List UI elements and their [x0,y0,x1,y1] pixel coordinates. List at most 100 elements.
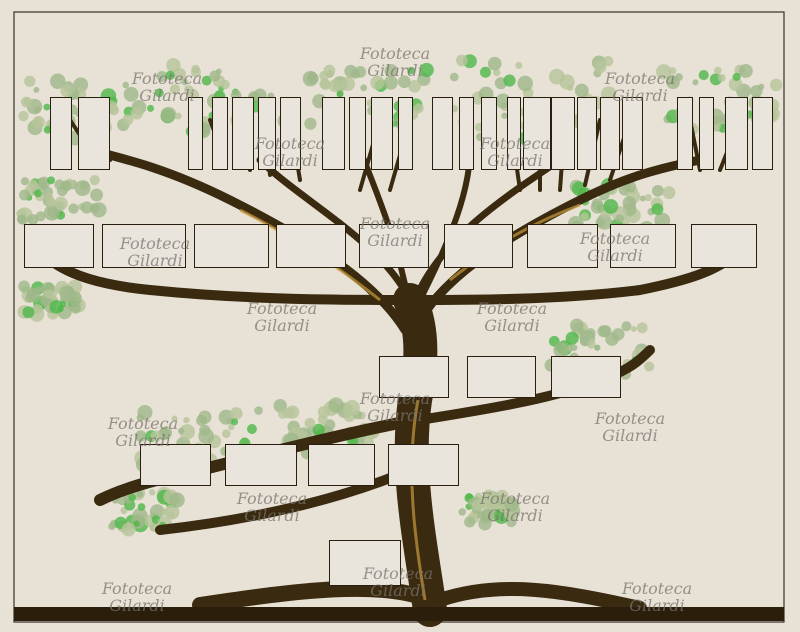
leaf [596,213,613,230]
top-name-box [432,97,453,170]
leaf [651,203,664,216]
watermark-line1: Fototeca [119,234,191,253]
leaf [273,398,287,413]
leaf [636,322,648,334]
leaf [644,194,652,202]
top-name-box [752,97,773,170]
third-name-box [467,356,536,398]
watermark-line2: Gilardi [602,426,658,445]
leaf [254,406,263,415]
top-name-box [232,97,254,170]
top-name-box [258,97,276,170]
leaf [692,79,699,86]
leaf [174,112,182,120]
watermark-line2: Gilardi [244,506,300,525]
leaf [458,508,467,516]
leaf [190,67,202,78]
leaf [580,212,589,222]
branches [45,118,745,627]
leaf [344,64,358,78]
leaf [43,125,52,134]
top-name-box [459,97,474,170]
second-name-box [194,224,269,268]
leaf [717,74,726,82]
watermark-line2: Gilardi [115,431,171,450]
root-name-box [329,540,401,586]
leaf [304,117,317,130]
top-name-box [371,97,393,170]
watermark-line1: Fototeca [359,44,431,63]
leaf [122,81,130,89]
fourth-name-box [308,444,375,486]
leaf [34,106,41,113]
leaf [515,61,523,69]
second-name-box [102,224,186,268]
leaf [567,84,574,91]
leaf [123,86,139,102]
leaf [122,114,134,126]
watermark-line2: Gilardi [370,581,426,600]
leaf [177,427,185,435]
leaf [517,75,533,92]
second-name-box [527,224,598,268]
leaf [548,68,565,85]
leaf [621,321,632,332]
leaf [90,188,104,202]
leaf [407,66,415,75]
second-name-box [691,224,757,268]
leaf [728,77,743,92]
watermark-line2: Gilardi [139,86,195,105]
leaf [34,189,42,198]
leaf [229,407,243,420]
leaf [46,198,57,208]
top-name-box [577,97,597,170]
leaf [569,318,584,333]
leaf [487,56,502,71]
leaf [602,55,614,67]
watermark-line2: Gilardi [629,596,685,615]
leaf [161,508,169,516]
leaf [482,509,495,522]
leaf [56,185,68,197]
leaf [121,522,136,537]
leaf [164,504,180,520]
leaf [360,84,368,92]
leaf [630,326,637,333]
leaf [639,195,646,202]
leaf [198,428,215,445]
watermark-line2: Gilardi [127,251,183,270]
leaf [43,103,51,111]
leaf [603,198,619,214]
top-name-box [622,97,643,170]
leaf [134,430,147,442]
top-name-box [322,97,345,170]
leaf [108,104,120,116]
watermark-line2: Gilardi [487,151,543,170]
leaf [65,286,74,296]
leaf [154,88,164,98]
leaf [196,414,208,427]
top-name-box [280,97,301,170]
leaf [340,76,356,92]
leaf [384,64,398,78]
leaf [37,176,51,189]
leaf [231,418,239,426]
leaf [565,331,579,345]
fourth-name-box [388,444,459,486]
second-name-box [444,224,513,268]
top-name-box [188,97,203,170]
watermark-line1: Fototeca [479,134,551,153]
leaf [128,493,137,502]
third-name-box [551,356,621,398]
second-name-box [24,224,94,268]
leaf [20,96,32,108]
watermark-line1: Fototeca [254,134,326,153]
leaf [501,112,508,119]
